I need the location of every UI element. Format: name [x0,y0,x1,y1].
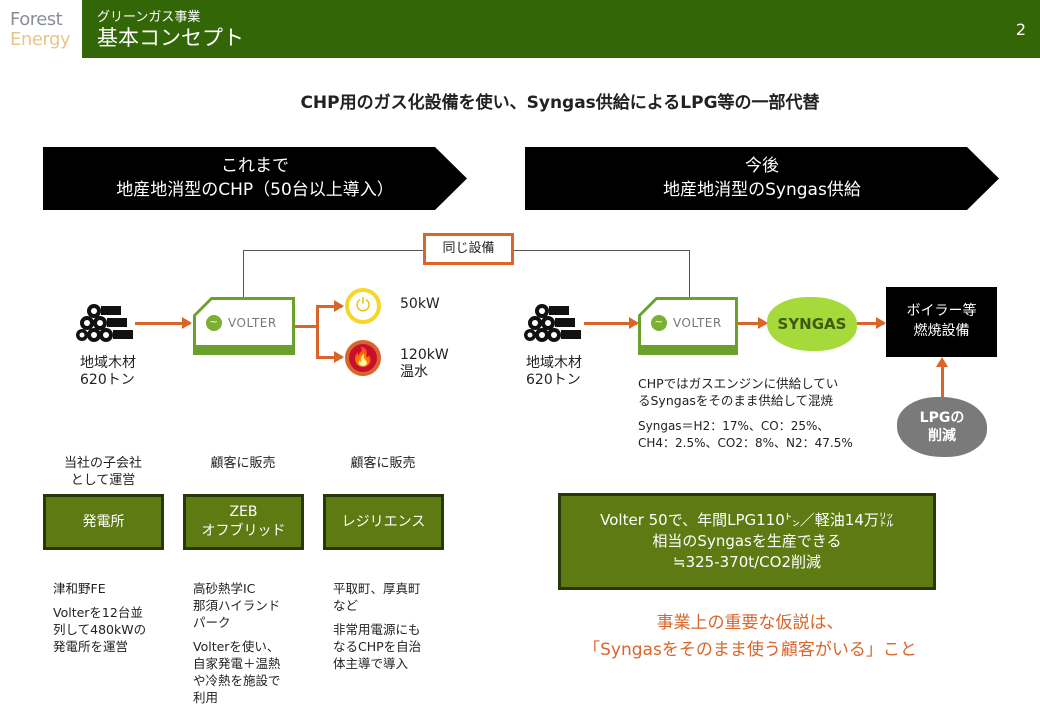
forest-energy-logo: Forest Energy [10,9,71,50]
volter-logo-icon: ~ [206,314,222,331]
header-bar: グリーンガス事業 基本コンセプト 2 [82,0,1040,58]
segment-box: レジリエンス [323,494,444,550]
segment-caption-line1: 顧客に販売 [350,456,416,471]
logo-line1: Forest [10,9,63,30]
flow-arrow-power [316,300,344,312]
segment-note: Volterを12台並 列して480kWの 発電所を運営 [53,605,147,654]
power-output: 50kW [400,296,440,312]
segment-caption: 当社の子会社 として運営 [43,455,163,489]
segment-box: 発電所 [43,494,164,550]
summary-line3: ≒325-370t/CO2削減 [672,553,821,571]
syngas-cloud: SYNGAS [767,297,857,351]
lpg-reduction-cloud: LPGの削減 [897,397,987,457]
segment-note: 高砂熱学IC 那須ハイランド パーク [193,581,281,630]
left-banner-line2: 地産地消型のCHP（50台以上導入） [116,180,394,200]
right-banner-line1: 今後 [745,156,779,176]
lpg-arrow [941,365,944,400]
segment-note: 津和野FE [53,581,106,596]
volter-unit-left: ~ VOLTER [193,297,295,355]
segment-caption-line1: 当社の子会社 [63,456,142,471]
page-title: 基本コンセプト [97,26,244,50]
composition-line1: Syngas＝H2：17%、CO：25%、 [638,419,830,433]
same-equipment-label: 同じ設備 [423,233,514,265]
segment-caption: 顧客に販売 [323,455,443,472]
wood-logs-icon [524,304,581,342]
segment-notes: 平取町、厚真町 など非常用電源にも なるCHPを自治 体主導で導入 [333,563,448,679]
summary-line1: Volter 50で、年間LPG110㌧／軽油14万㍑ [600,511,894,529]
segment-box-line1: ZEB [229,504,258,520]
chp-note-line2: るSyngasをそのまま供給して混焼 [638,393,833,408]
flow-arrow [738,317,768,329]
segment-caption: 顧客に販売 [183,455,303,472]
hypothesis-line1: 事業上の重要な仮説は、 [656,613,844,633]
logo-line2: Energy [10,29,71,50]
heat-output-type: 温水 [400,364,428,380]
connector-line [243,250,244,298]
segment-caption-line2: として運営 [70,473,136,488]
fire-icon: 🔥 [345,340,381,376]
right-banner-line2: 地産地消型のSyngas供給 [663,180,861,200]
wood-logs-icon [76,304,133,342]
segment-caption-line1: 顧客に販売 [210,456,276,471]
flow-arrow [316,306,319,358]
connector-line [513,250,690,251]
page-number: 2 [1015,20,1026,39]
lpg-line1: LPGの [919,410,965,426]
left-banner: これまで 地産地消型のCHP（50台以上導入） [43,147,467,210]
volter-label: VOLTER [228,315,277,330]
boiler-box: ボイラー等燃焼設備 [886,287,997,357]
segment-box-line2: オフブリッド [201,523,286,539]
power-plug-icon: ⏻ [345,288,381,324]
segment-box: ZEB オフブリッド [183,494,304,550]
wood-name: 地域木材 [80,355,136,371]
syngas-composition: Syngas＝H2：17%、CO：25%、 CH4：2.5%、CO2：8%、N2：… [638,418,853,452]
segment-notes: 津和野FE Volterを12台並 列して480kWの 発電所を運営 [53,563,168,662]
flow-arrow [584,317,639,329]
chp-note: CHPではガスエンジンに供給しているSyngasをそのまま供給して混焼 [638,375,838,409]
wood-amount: 620トン [80,372,135,388]
connector-line [243,250,424,251]
segment-note: 平取町、厚真町 など [333,581,421,613]
heat-output-kw: 120kW [400,347,449,363]
flow-arrow-heat [316,351,344,363]
key-hypothesis: 事業上の重要な仮説は、 「Syngasをそのまま使う顧客がいる」こと [540,610,960,664]
flow-arrow [135,317,192,329]
volter-logo-icon: ~ [651,314,667,331]
boiler-line2: 燃焼設備 [913,323,970,339]
segment-notes: 高砂熱学IC 那須ハイランド パーク Volterを使い、 自家発電＋温熱 や冷熱… [193,563,308,713]
connector-line [689,250,690,298]
summary-box: Volter 50で、年間LPG110㌧／軽油14万㍑ 相当のSyngasを生産… [558,493,936,590]
segment-note: 非常用電源にも なるCHPを自治 体主導で導入 [333,622,422,671]
header-subtitle: グリーンガス事業 [97,10,201,25]
left-banner-line1: これまで [221,156,289,176]
lpg-line2: 削減 [928,428,956,444]
summary-line2: 相当のSyngasを生産できる [652,532,842,550]
right-banner: 今後 地産地消型のSyngas供給 [525,147,999,210]
boiler-line1: ボイラー等 [906,303,977,319]
volter-unit-right: ~ VOLTER [638,297,738,355]
wood-name: 地域木材 [526,355,582,371]
arrow-head [936,357,948,367]
flow-arrow [295,325,317,328]
segment-box-line1: 発電所 [82,513,125,530]
hypothesis-line2: 「Syngasをそのまま使う顧客がいる」こと [583,640,917,660]
wood-amount: 620トン [526,372,581,388]
segment-box-line1: レジリエンス [341,513,426,530]
composition-line2: CH4：2.5%、CO2：8%、N2：47.5% [638,436,853,450]
segment-note: Volterを使い、 自家発電＋温熱 や冷熱を施設で 利用 [193,639,281,705]
volter-label: VOLTER [673,315,722,330]
flow-arrow [857,317,886,329]
slide-heading: CHP用のガス化設備を使い、Syngas供給によるLPG等の一部代替 [300,93,820,113]
chp-note-line1: CHPではガスエンジンに供給してい [638,376,839,391]
